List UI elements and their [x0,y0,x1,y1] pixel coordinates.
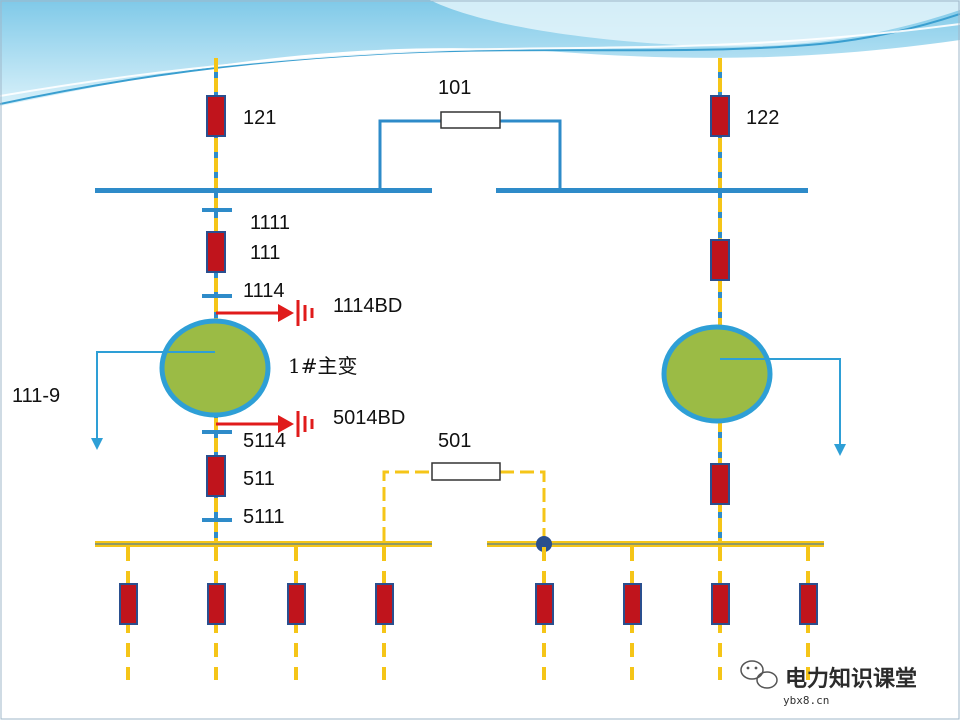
watermark-title: 电力知识课堂 [785,666,917,692]
label-ground-1114bd: 1114BD [333,295,402,317]
lv-bus-left [95,541,432,547]
hv-bus-right [496,188,808,193]
watermark-url: ybx8.cn [783,694,829,707]
transformer-2 [661,324,846,456]
switch-1111 [202,208,232,212]
ground-switch-1114bd [216,300,314,326]
breaker-101 [440,111,501,129]
label-switch-5114: 5114 [243,430,286,452]
bus-tie-node [536,536,552,552]
label-breaker-121: 121 [243,107,276,129]
label-switch-1114: 1114 [243,280,285,302]
breaker-lv-right [710,463,730,505]
lv-feeder [535,547,554,680]
hv-bus-left [95,188,432,193]
breaker-hv-right [710,239,730,281]
watermark: 电力知识课堂 ybx8.cn [740,660,917,707]
header-wave [0,0,960,106]
lv-feeder [711,547,730,680]
ground-switch-5014bd [216,411,314,437]
lv-feeder [375,547,394,680]
lv-feeder [119,547,138,680]
lv-feeder [207,547,226,680]
breaker-121 [206,95,226,137]
breaker-501 [431,462,501,481]
label-breaker-501: 501 [438,430,471,452]
lv-feeder [287,547,306,680]
label-ground-5014bd: 5014BD [333,407,405,429]
breaker-122 [710,95,730,137]
switch-1114 [202,294,232,298]
switch-5111 [202,518,232,522]
label-breaker-111: 111 [250,242,280,264]
label-transformer-1: 1#主变 [288,354,357,378]
lv-feeder [623,547,642,680]
breaker-111 [206,231,226,273]
label-neutral-111-9: 111-9 [12,385,60,407]
lv-feeders [119,547,818,680]
wechat-icon [740,660,778,689]
breaker-511 [206,455,226,497]
label-switch-1111: 1111 [250,212,290,234]
label-breaker-122: 122 [746,107,779,129]
transformer-1 [91,318,271,450]
label-breaker-511: 511 [243,468,275,490]
bus-tie-501 [382,462,552,552]
bus-tie-101 [378,111,562,188]
label-switch-5111: 5111 [243,506,285,528]
switch-5114 [202,430,232,434]
label-breaker-101: 101 [438,77,471,99]
lv-feeder [799,547,818,680]
